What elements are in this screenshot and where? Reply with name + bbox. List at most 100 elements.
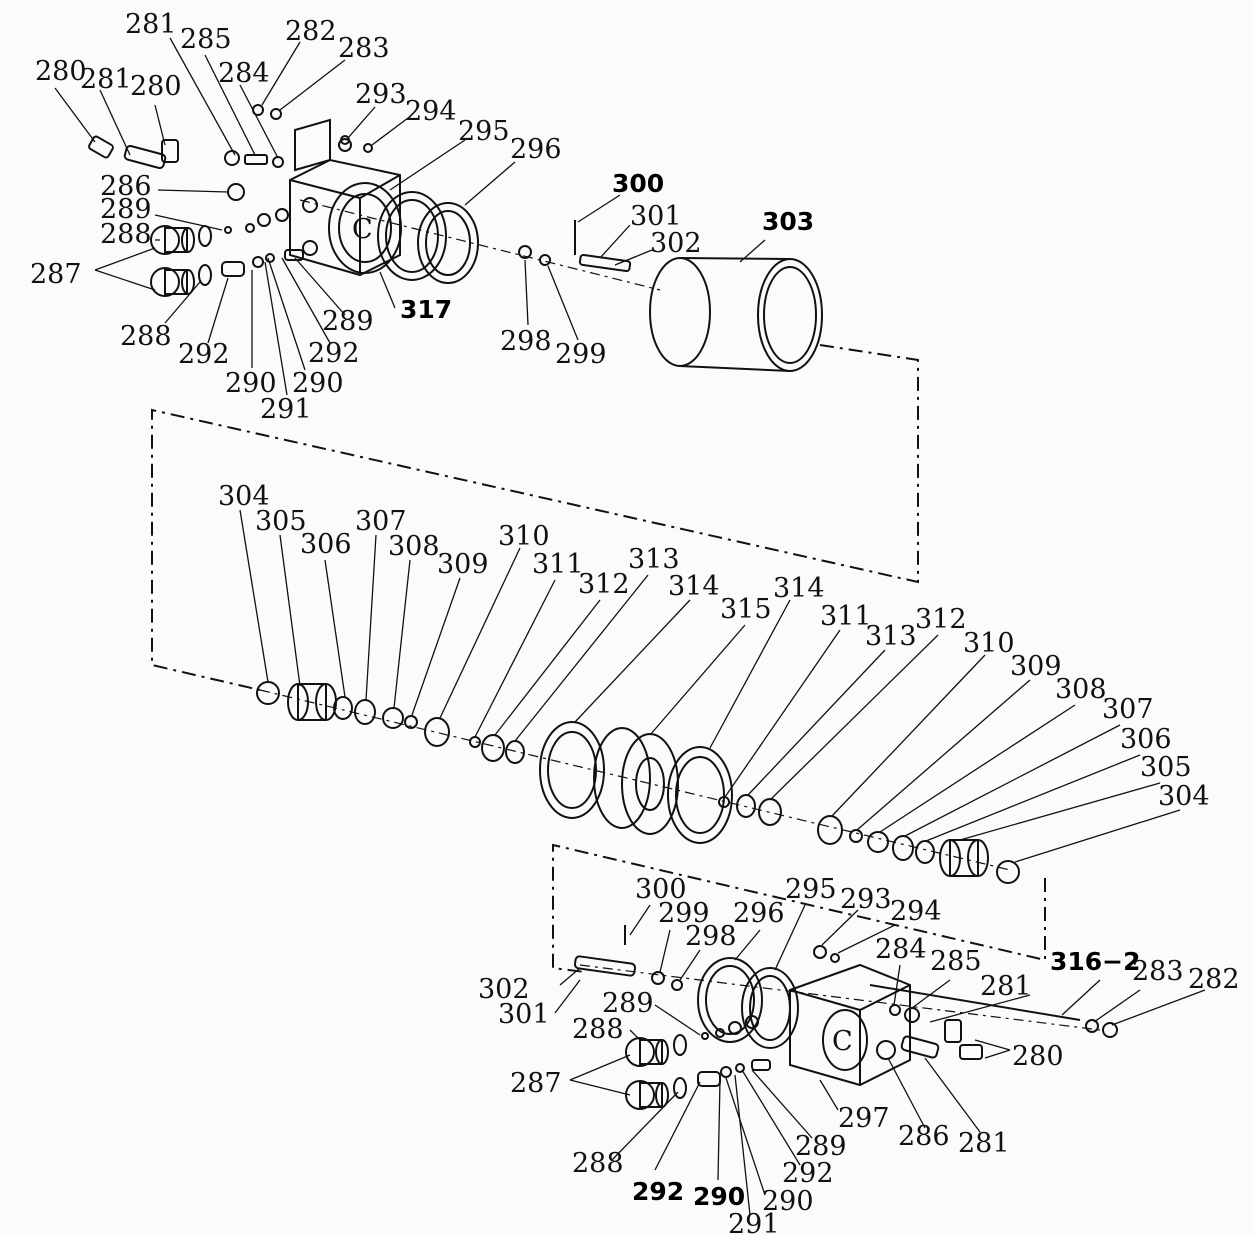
label-b290a: 290	[693, 1182, 745, 1211]
label-b291: 291	[728, 1209, 780, 1235]
label-307a: 307	[355, 506, 407, 537]
label-b288b: 288	[572, 1148, 624, 1179]
label-292b: 292	[308, 338, 360, 369]
piston-end-left	[287, 683, 525, 764]
label-317: 317	[400, 295, 452, 324]
valve-body-bottom: C	[789, 945, 911, 1087]
piston-rings-middle	[539, 721, 733, 844]
label-307b: 307	[1102, 694, 1154, 725]
label-299: 299	[555, 339, 607, 370]
label-289b: 289	[322, 306, 374, 337]
plugs-top	[150, 208, 304, 297]
svg-text:C: C	[832, 1026, 853, 1057]
label-b281b: 281	[958, 1128, 1010, 1159]
label-290a: 290	[225, 368, 277, 399]
top-valve-assembly: C	[88, 104, 823, 372]
label-b293: 293	[840, 884, 892, 915]
label-b290b: 290	[762, 1186, 814, 1217]
label-309b: 309	[1010, 651, 1062, 682]
label-294: 294	[405, 96, 457, 127]
stem-parts-top	[518, 220, 632, 273]
leader-lines	[54, 37, 1206, 1216]
label-303: 303	[762, 207, 814, 236]
label-296: 296	[510, 134, 562, 165]
label-284: 284	[218, 58, 270, 89]
fittings-top-left	[88, 104, 350, 201]
label-b292a: 292	[782, 1158, 834, 1189]
label-288a: 288	[100, 219, 152, 250]
label-292a: 292	[178, 339, 230, 370]
labels-middle: 304 305 306 307 308 309 310 311 313 312 …	[218, 481, 1210, 812]
label-306a: 306	[300, 529, 352, 560]
label-b289a: 289	[602, 988, 654, 1019]
svg-text:C: C	[352, 214, 373, 245]
label-315: 315	[720, 594, 772, 625]
label-304b: 304	[1158, 781, 1210, 812]
label-310a: 310	[498, 521, 550, 552]
labels-bottom: 300 299 296 298 295 293 294 284 285 281 …	[478, 874, 1240, 1235]
middle-piston-assembly	[256, 681, 1020, 884]
label-290b: 290	[292, 368, 344, 399]
connection-dash-lines	[151, 344, 1046, 973]
label-b286: 286	[898, 1121, 950, 1152]
label-b302: 302	[478, 974, 530, 1005]
seal-rings-bottom	[697, 957, 799, 1049]
label-298: 298	[500, 326, 552, 357]
piston-end-right	[718, 794, 1020, 884]
label-b300: 300	[635, 874, 687, 905]
label-300: 300	[612, 169, 664, 198]
label-311a: 311	[532, 549, 584, 580]
label-b284: 284	[875, 934, 927, 965]
label-b282: 282	[1188, 964, 1240, 995]
label-b294: 294	[890, 896, 942, 927]
stem-parts-bottom	[573, 925, 1118, 1038]
label-308a: 308	[388, 531, 440, 562]
label-313b: 313	[865, 621, 917, 652]
label-311b: 311	[820, 601, 872, 632]
label-b285: 285	[930, 946, 982, 977]
label-301: 301	[630, 201, 682, 232]
label-b298: 298	[685, 921, 737, 952]
label-b316-2: 316−2	[1050, 947, 1141, 976]
label-b297: 297	[838, 1103, 890, 1134]
label-314a: 314	[668, 571, 720, 602]
label-286: 286	[100, 171, 152, 202]
label-b295: 295	[785, 874, 837, 905]
label-313a: 313	[628, 544, 680, 575]
label-288b: 288	[120, 321, 172, 352]
label-b281a: 281	[980, 971, 1032, 1002]
plugs-bottom	[625, 1015, 771, 1110]
bottom-valve-assembly: C	[573, 925, 1118, 1110]
label-314b: 314	[773, 573, 825, 604]
label-b299: 299	[658, 898, 710, 929]
label-304a: 304	[218, 481, 270, 512]
label-312b: 312	[915, 604, 967, 635]
label-289a: 289	[100, 194, 152, 225]
label-308b: 308	[1055, 674, 1107, 705]
seal-rings-top: C	[328, 182, 479, 284]
label-293: 293	[355, 79, 407, 110]
label-295: 295	[458, 116, 510, 147]
label-312a: 312	[578, 569, 630, 600]
label-285: 285	[180, 24, 232, 55]
label-305a: 305	[255, 506, 307, 537]
cylinder-303	[649, 257, 823, 372]
label-b301: 301	[498, 999, 550, 1030]
label-b296: 296	[733, 898, 785, 929]
fittings-bottom-right	[876, 1019, 983, 1060]
label-280b: 280	[130, 71, 182, 102]
label-b280: 280	[1012, 1041, 1064, 1072]
label-283: 283	[338, 33, 390, 64]
label-310b: 310	[963, 628, 1015, 659]
label-309a: 309	[437, 549, 489, 580]
label-281a: 281	[80, 64, 132, 95]
label-280a: 280	[35, 56, 87, 87]
label-b292b: 292	[632, 1177, 684, 1206]
label-b283: 283	[1132, 956, 1184, 987]
valve-body-top	[289, 118, 401, 277]
labels-top: 280 281 280 281 285 284 282 283 293 294 …	[30, 9, 814, 425]
label-281b: 281	[125, 9, 177, 40]
label-b288a: 288	[572, 1014, 624, 1045]
